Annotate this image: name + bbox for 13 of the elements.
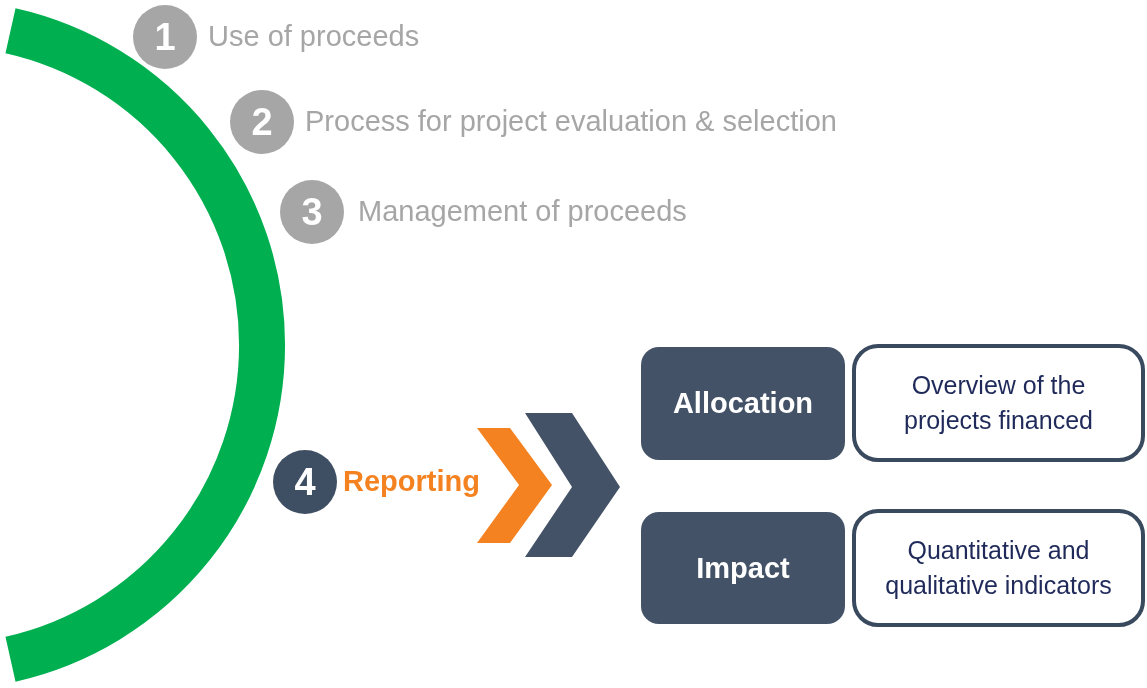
step-label: Process for project evaluation & selection (305, 105, 837, 138)
step-label: Use of proceeds (208, 20, 420, 53)
description-box: Quantitative and qualitative indicators (852, 509, 1145, 627)
category-box: Impact (641, 512, 845, 624)
step-number: 4 (273, 450, 337, 514)
step-label: Reporting (343, 465, 480, 498)
step-label: Management of proceeds (358, 195, 687, 228)
step-number: 2 (230, 90, 294, 154)
step-number: 3 (280, 180, 344, 244)
step-number: 1 (133, 5, 197, 69)
description-box: Overview of the projects financed (852, 344, 1145, 462)
chevron-arrow (477, 413, 620, 557)
category-box: Allocation (641, 347, 845, 460)
